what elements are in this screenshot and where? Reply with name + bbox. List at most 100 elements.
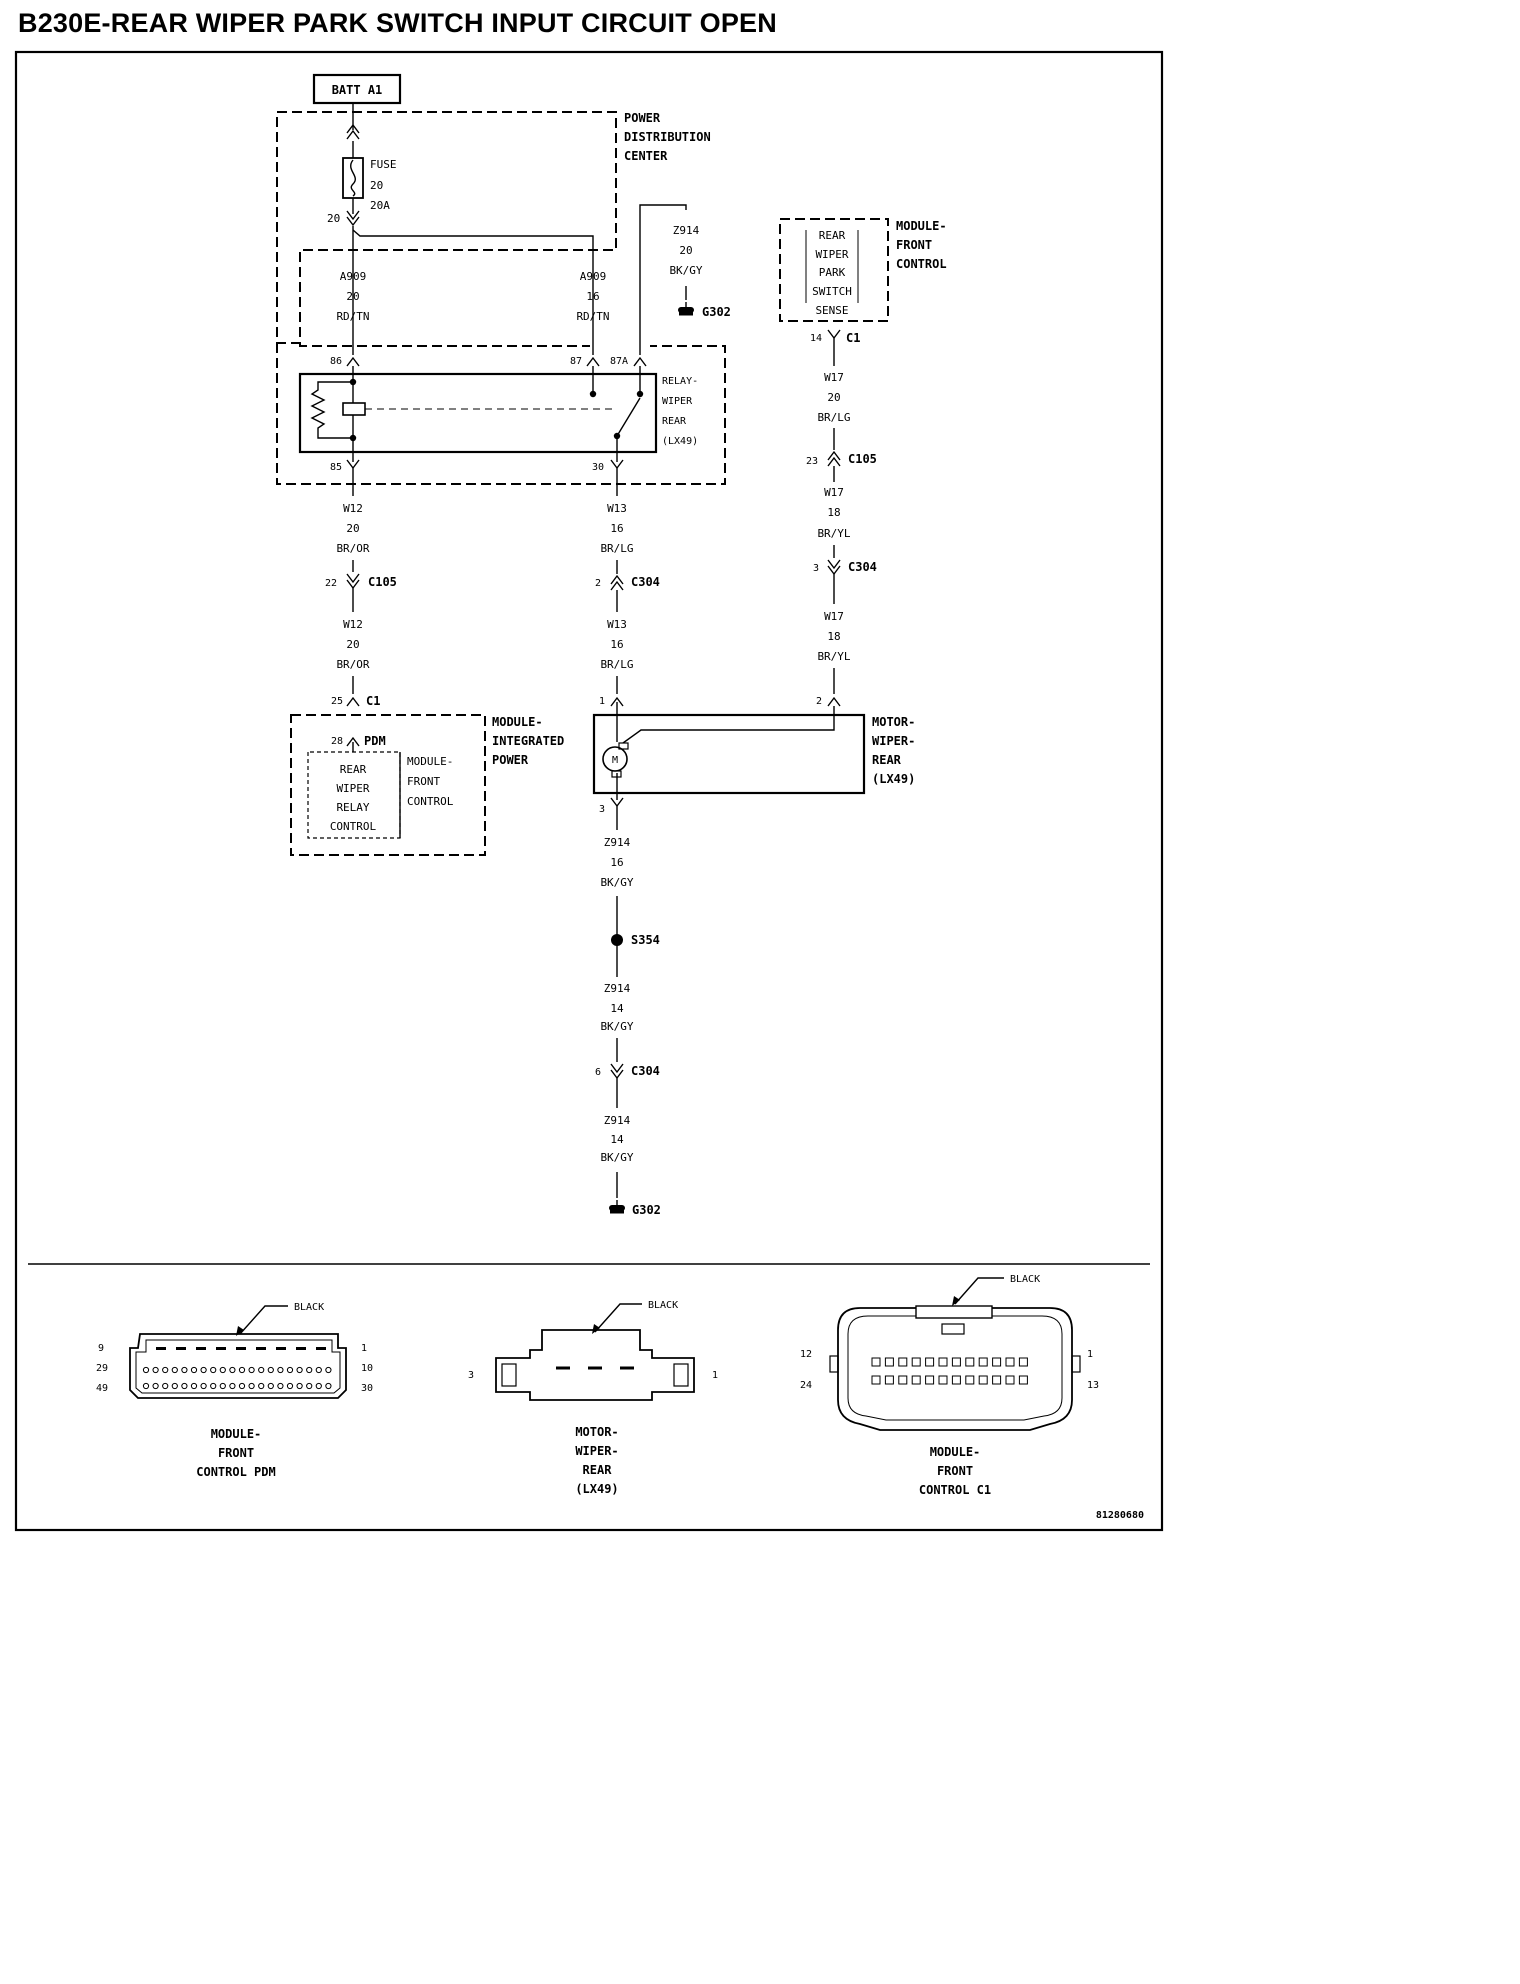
ipm-sub-1: MODULE- — [407, 755, 453, 768]
pdc-outline — [276, 111, 617, 344]
z914-b-circuit: Z914 — [604, 982, 631, 995]
ipm-sub-3: CONTROL — [407, 795, 454, 808]
pdm-pin-29: 29 — [96, 1363, 108, 1374]
w12-a-circuit: W12 — [343, 502, 363, 515]
pdm-cavity — [286, 1382, 294, 1390]
w13-b-color: BR/LG — [600, 658, 633, 671]
c1-cavity — [898, 1375, 908, 1385]
c1-cavity — [1005, 1375, 1015, 1385]
fcm-pin-14: 14 — [810, 333, 822, 344]
z914-top-circuit: Z914 — [673, 224, 700, 237]
c1-cavity — [911, 1357, 921, 1367]
pdm-cavity — [276, 1347, 286, 1350]
motor-conn-label-3: REAR — [583, 1463, 613, 1477]
ipm-inner-1: REAR — [340, 763, 367, 776]
ipm-pdm: PDM — [364, 734, 386, 748]
fuse-rating: 20A — [370, 199, 390, 212]
fcm-inner-2: WIPER — [815, 248, 848, 261]
fcm-inner-4: SWITCH — [812, 285, 852, 298]
a909-left-gauge: 20 — [346, 290, 359, 303]
pdm-cavity — [296, 1347, 306, 1350]
w17-b-circuit: W17 — [824, 486, 844, 499]
motor-label-3: REAR — [872, 753, 902, 767]
c304-right-name: C304 — [848, 560, 877, 574]
pdm-cavity — [238, 1382, 246, 1390]
pdm-cavity — [162, 1366, 169, 1374]
z914-a-circuit: Z914 — [604, 836, 631, 849]
pdm-cavity — [156, 1347, 166, 1350]
pdm-cavity — [258, 1366, 265, 1374]
motor-conn-label-1: MOTOR- — [575, 1425, 618, 1439]
ipm-label-3: POWER — [492, 753, 529, 767]
motor-pin-3: 3 — [599, 804, 605, 815]
w12-b-color: BR/OR — [336, 658, 369, 671]
c1-pin-13: 13 — [1087, 1380, 1099, 1391]
c105-left-name: C105 — [368, 575, 397, 589]
motor-conn-color: BLACK — [648, 1300, 678, 1311]
relay-pin-87a: 87A — [610, 356, 628, 367]
pdm-pin-10: 10 — [361, 1363, 373, 1374]
pdm-cavity — [181, 1366, 188, 1374]
motor-label-2: WIPER- — [872, 734, 915, 748]
relay-label-4: (LX49) — [662, 436, 698, 447]
ipm-label-1: MODULE- — [492, 715, 543, 729]
c1-pin-1: 1 — [1087, 1349, 1093, 1360]
c304-bottom-pin: 6 — [595, 1067, 601, 1078]
c1-cavity — [871, 1375, 881, 1385]
pdm-cavity — [219, 1366, 226, 1374]
relay-pin-30: 30 — [592, 462, 604, 473]
fuse-number: 20 — [370, 179, 383, 192]
fcm-label-2: FRONT — [896, 238, 932, 252]
w17-c-gauge: 18 — [827, 630, 840, 643]
a909-left-color: RD/TN — [336, 310, 369, 323]
pdm-cavity — [238, 1366, 246, 1374]
pdm-pin-1: 1 — [361, 1343, 367, 1354]
fcm-inner-3: PARK — [819, 266, 846, 279]
c1-cavity — [925, 1357, 935, 1367]
pdm-cavity — [325, 1382, 332, 1390]
c1-cavity — [1018, 1357, 1028, 1367]
ipm-inner-3: RELAY — [336, 801, 369, 814]
pdm-pin-9: 9 — [98, 1343, 104, 1354]
z914-c-gauge: 14 — [610, 1133, 624, 1146]
pdm-pin-49: 49 — [96, 1383, 108, 1394]
pdm-label-2: FRONT — [218, 1446, 254, 1460]
w12-a-gauge: 20 — [346, 522, 359, 535]
c1-pin-24: 24 — [800, 1380, 812, 1391]
fuse-pin: 20 — [327, 212, 340, 225]
batt-label: BATT A1 — [332, 83, 383, 97]
outer-frame — [14, 50, 1164, 1532]
c1-cavity — [884, 1357, 894, 1367]
fcm-inner-5: SENSE — [815, 304, 848, 317]
fcm-outline — [779, 218, 889, 322]
fuse-symbol — [342, 157, 364, 199]
pdm-cavity — [236, 1347, 246, 1350]
a909-right-color: RD/TN — [576, 310, 609, 323]
motor-conn-pin-3: 3 — [468, 1370, 474, 1381]
w13-a-circuit: W13 — [607, 502, 627, 515]
c1-cavity — [884, 1375, 894, 1385]
c1-pin-12: 12 — [800, 1349, 812, 1360]
z914-c-color: BK/GY — [600, 1151, 633, 1164]
relay-pin-85: 85 — [330, 462, 342, 473]
pdm-cavity — [219, 1382, 226, 1390]
ipm-sub-2: FRONT — [407, 775, 440, 788]
z914-top-gauge: 20 — [679, 244, 692, 257]
pdm-cavity — [210, 1382, 217, 1390]
z914-c-circuit: Z914 — [604, 1114, 631, 1127]
ipm-label-2: INTEGRATED — [492, 734, 564, 748]
pdm-cavity — [216, 1347, 226, 1350]
z914-a-color: BK/GY — [600, 876, 633, 889]
motor-box — [592, 713, 866, 795]
c1-cavity — [965, 1357, 975, 1367]
z914-top-color: BK/GY — [669, 264, 702, 277]
pdm-cavity — [171, 1382, 178, 1390]
relay-label-2: WIPER — [662, 396, 693, 407]
splice-s354 — [611, 934, 623, 946]
a909-right-circuit: A909 — [580, 270, 607, 283]
motor-conn-label-2: WIPER- — [575, 1444, 618, 1458]
pdc-lower-outline — [276, 343, 726, 485]
w17-a-gauge: 20 — [827, 391, 840, 404]
w12-a-color: BR/OR — [336, 542, 369, 555]
c1-cavity — [938, 1357, 948, 1367]
